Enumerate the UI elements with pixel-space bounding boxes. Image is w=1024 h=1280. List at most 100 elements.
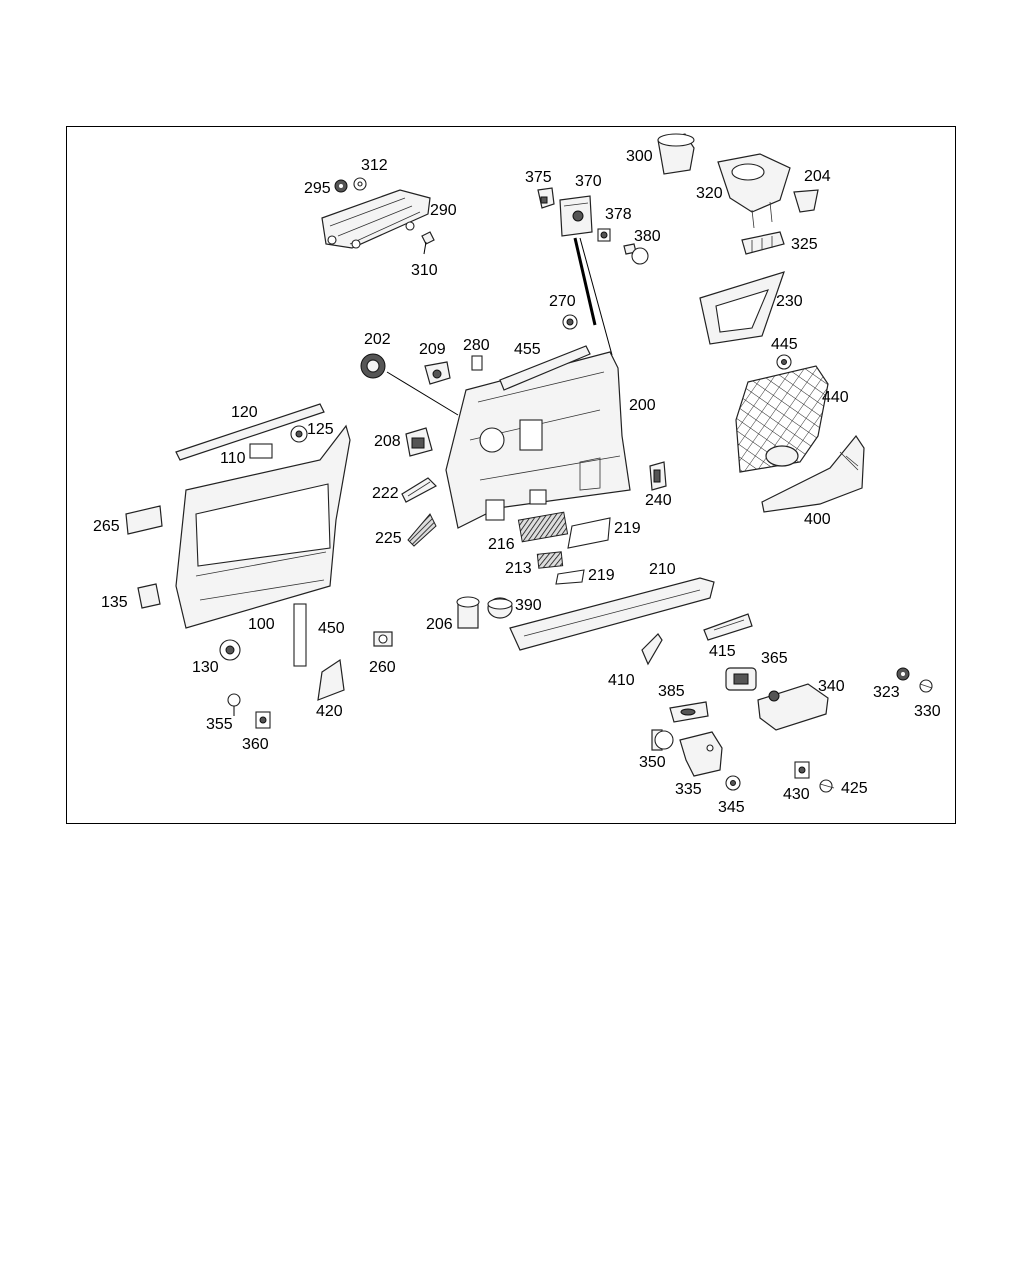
- label-200: 200: [629, 397, 656, 414]
- bracket-335: [679, 731, 723, 777]
- housing-370: [559, 195, 593, 237]
- label-330: 330: [914, 703, 941, 720]
- label-365: 365: [761, 650, 788, 667]
- label-209: 209: [419, 341, 446, 358]
- screw-330: [919, 679, 933, 693]
- label-375: 375: [525, 169, 552, 186]
- label-130: 130: [192, 659, 219, 676]
- label-355: 355: [206, 716, 233, 733]
- push-nut-270: [562, 314, 578, 330]
- label-240: 240: [645, 492, 672, 509]
- label-378: 378: [605, 206, 632, 223]
- trim-strip-455: [499, 345, 591, 391]
- label-290: 290: [430, 202, 457, 219]
- fastener-345: [725, 775, 741, 791]
- clip-240: [649, 461, 667, 491]
- grille-213: [536, 551, 564, 569]
- bolt-350: [651, 729, 674, 751]
- socket-206: [456, 596, 480, 629]
- label-335: 335: [675, 781, 702, 798]
- bracket-325: [741, 231, 785, 255]
- label-385: 385: [658, 683, 685, 700]
- label-204: 204: [804, 168, 831, 185]
- trim-strip-120: [175, 403, 325, 461]
- screw-355: [227, 693, 241, 716]
- label-208: 208: [374, 433, 401, 450]
- panel-200: [445, 351, 631, 529]
- clip-375: [537, 187, 555, 209]
- part-labels: 100 110 120 125 130 135 200 202 204 206 …: [93, 148, 941, 816]
- label-110: 110: [220, 450, 246, 467]
- clip-445: [776, 354, 792, 370]
- clip-280: [471, 355, 483, 371]
- label-100: 100: [248, 616, 275, 633]
- nut-430: [794, 761, 810, 779]
- label-323: 323: [873, 684, 900, 701]
- strip-450: [293, 603, 307, 667]
- label-310: 310: [411, 262, 438, 279]
- label-125: 125: [307, 421, 334, 438]
- label-219a: 219: [614, 520, 641, 537]
- label-430: 430: [783, 786, 810, 803]
- label-206: 206: [426, 616, 453, 633]
- diagram-frame: [66, 126, 956, 824]
- bracket-420: [317, 658, 345, 701]
- label-216: 216: [488, 536, 515, 553]
- label-110: [249, 443, 273, 459]
- vent-222: [401, 477, 437, 503]
- label-230: 230: [776, 293, 803, 310]
- screw-380: [623, 243, 649, 265]
- net-440: [735, 365, 829, 473]
- cap-390: [487, 597, 513, 619]
- cover-219a: [567, 517, 611, 549]
- door-panel-100: [175, 424, 351, 629]
- label-425: 425: [841, 780, 868, 797]
- label-370: 370: [575, 173, 602, 190]
- label-295: 295: [304, 180, 331, 197]
- label-225: 225: [375, 530, 402, 547]
- label-340: 340: [818, 678, 845, 695]
- label-400: 400: [804, 511, 831, 528]
- housing-365: [725, 667, 757, 691]
- label-213: 213: [505, 560, 532, 577]
- label-345: 345: [718, 799, 745, 816]
- bracket-135: [137, 583, 161, 609]
- trim-210: [509, 577, 715, 651]
- label-222: 222: [372, 485, 399, 502]
- label-415: 415: [709, 643, 736, 660]
- label-210: 210: [649, 561, 676, 578]
- fastener-130: [219, 639, 241, 661]
- label-360: 360: [242, 736, 269, 753]
- cup-300: [657, 133, 695, 175]
- label-300: 300: [626, 148, 653, 165]
- label-135: 135: [101, 594, 128, 611]
- trim-400: [761, 434, 865, 513]
- holder-320: [717, 153, 791, 229]
- nut-295: [334, 179, 348, 193]
- cap-204: [793, 189, 819, 213]
- label-325: 325: [791, 236, 818, 253]
- label-410: 410: [608, 672, 635, 689]
- label-202: 202: [364, 331, 391, 348]
- grille-415: [703, 613, 753, 641]
- knob-202: [360, 353, 386, 379]
- nut-323: [896, 667, 910, 681]
- label-450: 450: [318, 620, 345, 637]
- label-265: 265: [93, 518, 120, 535]
- label-440: 440: [822, 389, 849, 406]
- grommet-125: [290, 425, 308, 443]
- nut-378: [597, 228, 611, 242]
- label-270: 270: [549, 293, 576, 310]
- grille-216: [517, 511, 569, 543]
- screw-310: [421, 231, 435, 255]
- label-280: 280: [463, 337, 490, 354]
- nut-360: [255, 711, 271, 729]
- clip-260: [373, 631, 393, 647]
- bracket-265: [125, 505, 163, 535]
- plate-340: [757, 683, 829, 731]
- label-455: 455: [514, 341, 541, 358]
- washer-312: [353, 177, 367, 191]
- vent-225: [407, 513, 437, 547]
- label-120: 120: [231, 404, 258, 421]
